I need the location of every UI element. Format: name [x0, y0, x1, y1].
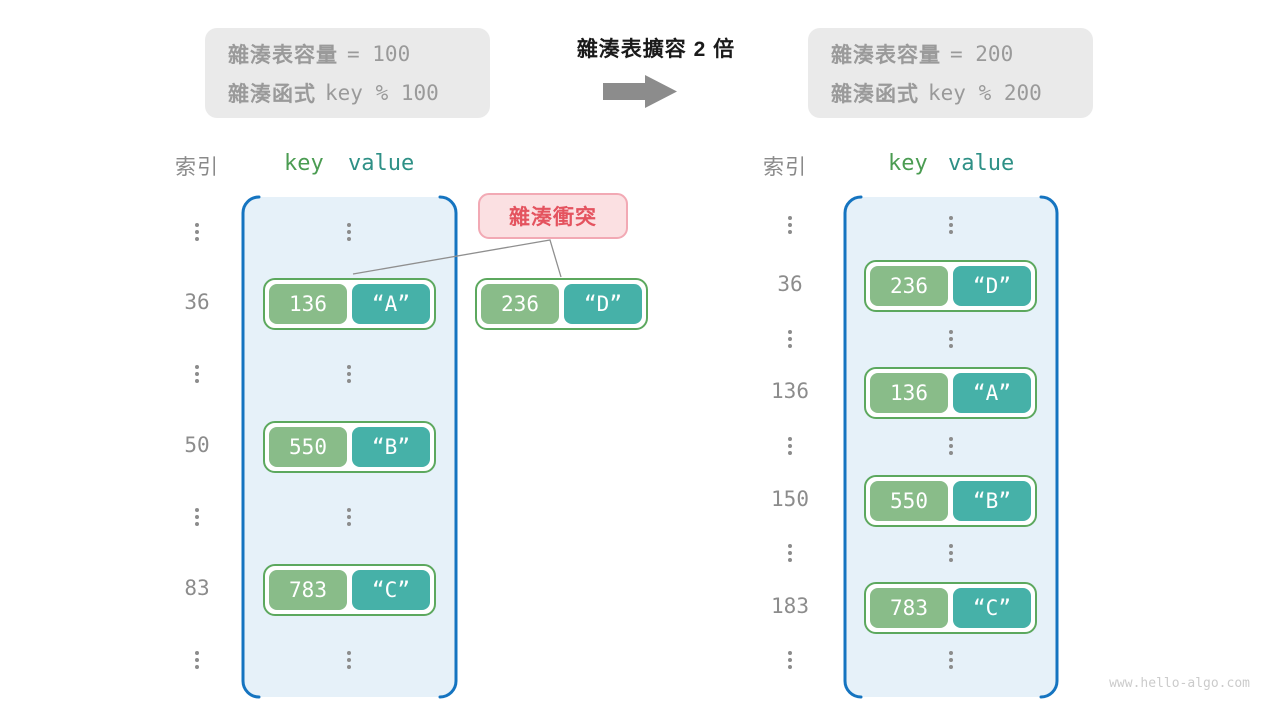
- left-value-header: value: [348, 151, 415, 176]
- value-box: “D”: [564, 284, 642, 324]
- vertical-ellipsis-icon: [788, 330, 792, 348]
- value-box: “D”: [953, 266, 1031, 306]
- key-box: 136: [870, 373, 948, 413]
- key-box: 236: [870, 266, 948, 306]
- vertical-ellipsis-icon: [195, 651, 199, 669]
- left-index-header: 索引: [175, 156, 219, 179]
- value-box: “A”: [953, 373, 1031, 413]
- value-box: “B”: [352, 427, 430, 467]
- before-capacity-line: 雜湊表容量 = 100: [228, 39, 490, 69]
- collision-pair: 236 “D”: [475, 278, 648, 330]
- vertical-ellipsis-icon: [788, 651, 792, 669]
- expand-title: 雜湊表擴容 2 倍: [576, 38, 736, 61]
- hash-fn-label: 雜湊函式: [831, 82, 919, 106]
- capacity-label: 雜湊表容量: [228, 43, 338, 67]
- right-pair-row: 236 “D”: [864, 260, 1037, 312]
- left-pair-row: 783 “C”: [263, 564, 436, 616]
- key-box: 236: [481, 284, 559, 324]
- vertical-ellipsis-icon: [195, 365, 199, 383]
- right-index-label: 150: [771, 487, 809, 511]
- after-capacity-box: 雜湊表容量 = 200 雜湊函式 key % 200: [808, 28, 1093, 118]
- expand-arrow-icon: [603, 75, 677, 108]
- left-key-header: key: [284, 151, 324, 176]
- hash-fn-label: 雜湊函式: [228, 82, 316, 106]
- capacity-value: = 200: [950, 41, 1014, 66]
- right-key-header: key: [888, 151, 928, 176]
- after-hash-fn-line: 雜湊函式 key % 200: [831, 78, 1093, 108]
- collision-callout: 雜湊衝突: [478, 193, 628, 239]
- right-index-label: 136: [771, 379, 809, 403]
- key-box: 550: [269, 427, 347, 467]
- key-box: 783: [870, 588, 948, 628]
- before-capacity-box: 雜湊表容量 = 100 雜湊函式 key % 100: [205, 28, 490, 118]
- hash-fn-expr: key % 100: [325, 80, 439, 105]
- left-pair-row: 550 “B”: [263, 421, 436, 473]
- left-index-label: 50: [184, 433, 210, 457]
- left-index-label: 36: [184, 290, 210, 314]
- right-pair-row: 136 “A”: [864, 367, 1037, 419]
- watermark: www.hello-algo.com: [1109, 676, 1250, 691]
- vertical-ellipsis-icon: [949, 437, 953, 455]
- after-capacity-line: 雜湊表容量 = 200: [831, 39, 1093, 69]
- key-box: 783: [269, 570, 347, 610]
- right-index-header: 索引: [763, 156, 807, 179]
- right-index-label: 36: [777, 272, 803, 296]
- vertical-ellipsis-icon: [347, 508, 351, 526]
- left-index-label: 83: [184, 576, 210, 600]
- vertical-ellipsis-icon: [949, 544, 953, 562]
- before-hash-fn-line: 雜湊函式 key % 100: [228, 78, 490, 108]
- vertical-ellipsis-icon: [949, 651, 953, 669]
- value-box: “B”: [953, 481, 1031, 521]
- vertical-ellipsis-icon: [347, 223, 351, 241]
- right-value-header: value: [948, 151, 1015, 176]
- right-index-label: 183: [771, 594, 809, 618]
- key-box: 136: [269, 284, 347, 324]
- vertical-ellipsis-icon: [195, 508, 199, 526]
- hash-fn-expr: key % 200: [928, 80, 1042, 105]
- value-box: “A”: [352, 284, 430, 324]
- capacity-value: = 100: [347, 41, 411, 66]
- vertical-ellipsis-icon: [949, 216, 953, 234]
- key-box: 550: [870, 481, 948, 521]
- right-pair-row: 783 “C”: [864, 582, 1037, 634]
- value-box: “C”: [953, 588, 1031, 628]
- vertical-ellipsis-icon: [195, 223, 199, 241]
- right-pair-row: 550 “B”: [864, 475, 1037, 527]
- vertical-ellipsis-icon: [347, 365, 351, 383]
- vertical-ellipsis-icon: [788, 544, 792, 562]
- capacity-label: 雜湊表容量: [831, 43, 941, 67]
- vertical-ellipsis-icon: [788, 437, 792, 455]
- vertical-ellipsis-icon: [347, 651, 351, 669]
- vertical-ellipsis-icon: [788, 216, 792, 234]
- value-box: “C”: [352, 570, 430, 610]
- vertical-ellipsis-icon: [949, 330, 953, 348]
- left-pair-row: 136 “A”: [263, 278, 436, 330]
